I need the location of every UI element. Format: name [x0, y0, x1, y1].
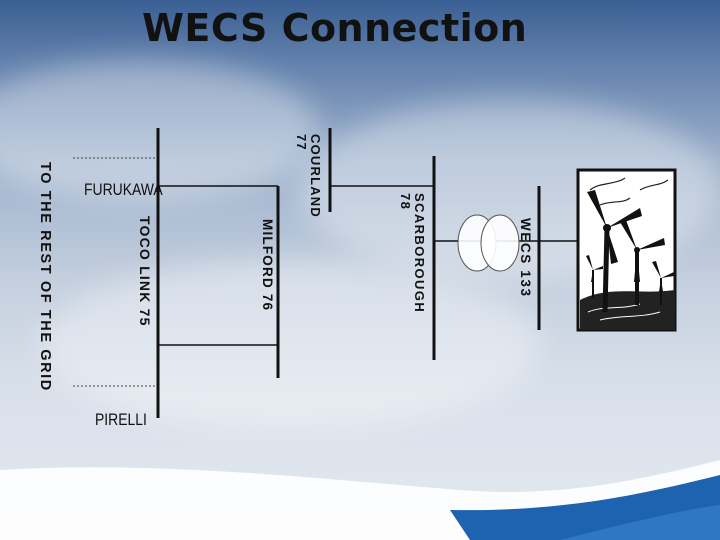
footer-wave-band: [0, 460, 720, 540]
label-toco-link-75: TOCO LINK 75: [137, 216, 153, 327]
cloud-shape: [40, 260, 540, 430]
transformer-symbol-icon: [457, 214, 520, 272]
label-to-the-rest-of-the-grid: TO THE REST OF THE GRID: [37, 162, 53, 392]
label-furukawa: FURUKAWA: [84, 180, 163, 199]
label-courland-77: COURLAND 77: [294, 134, 323, 218]
label-pirelli: PIRELLI: [95, 410, 147, 429]
label-milford-76: MILFORD 76: [260, 219, 275, 312]
wind-turbines-icon: [576, 168, 677, 332]
cloud-shape: [0, 60, 320, 200]
label-scarborough-78: SCARBOROUGH 78: [398, 193, 427, 314]
slide-title: WECS Connection: [142, 6, 528, 50]
label-wecs-133: WECS 133: [518, 218, 533, 298]
